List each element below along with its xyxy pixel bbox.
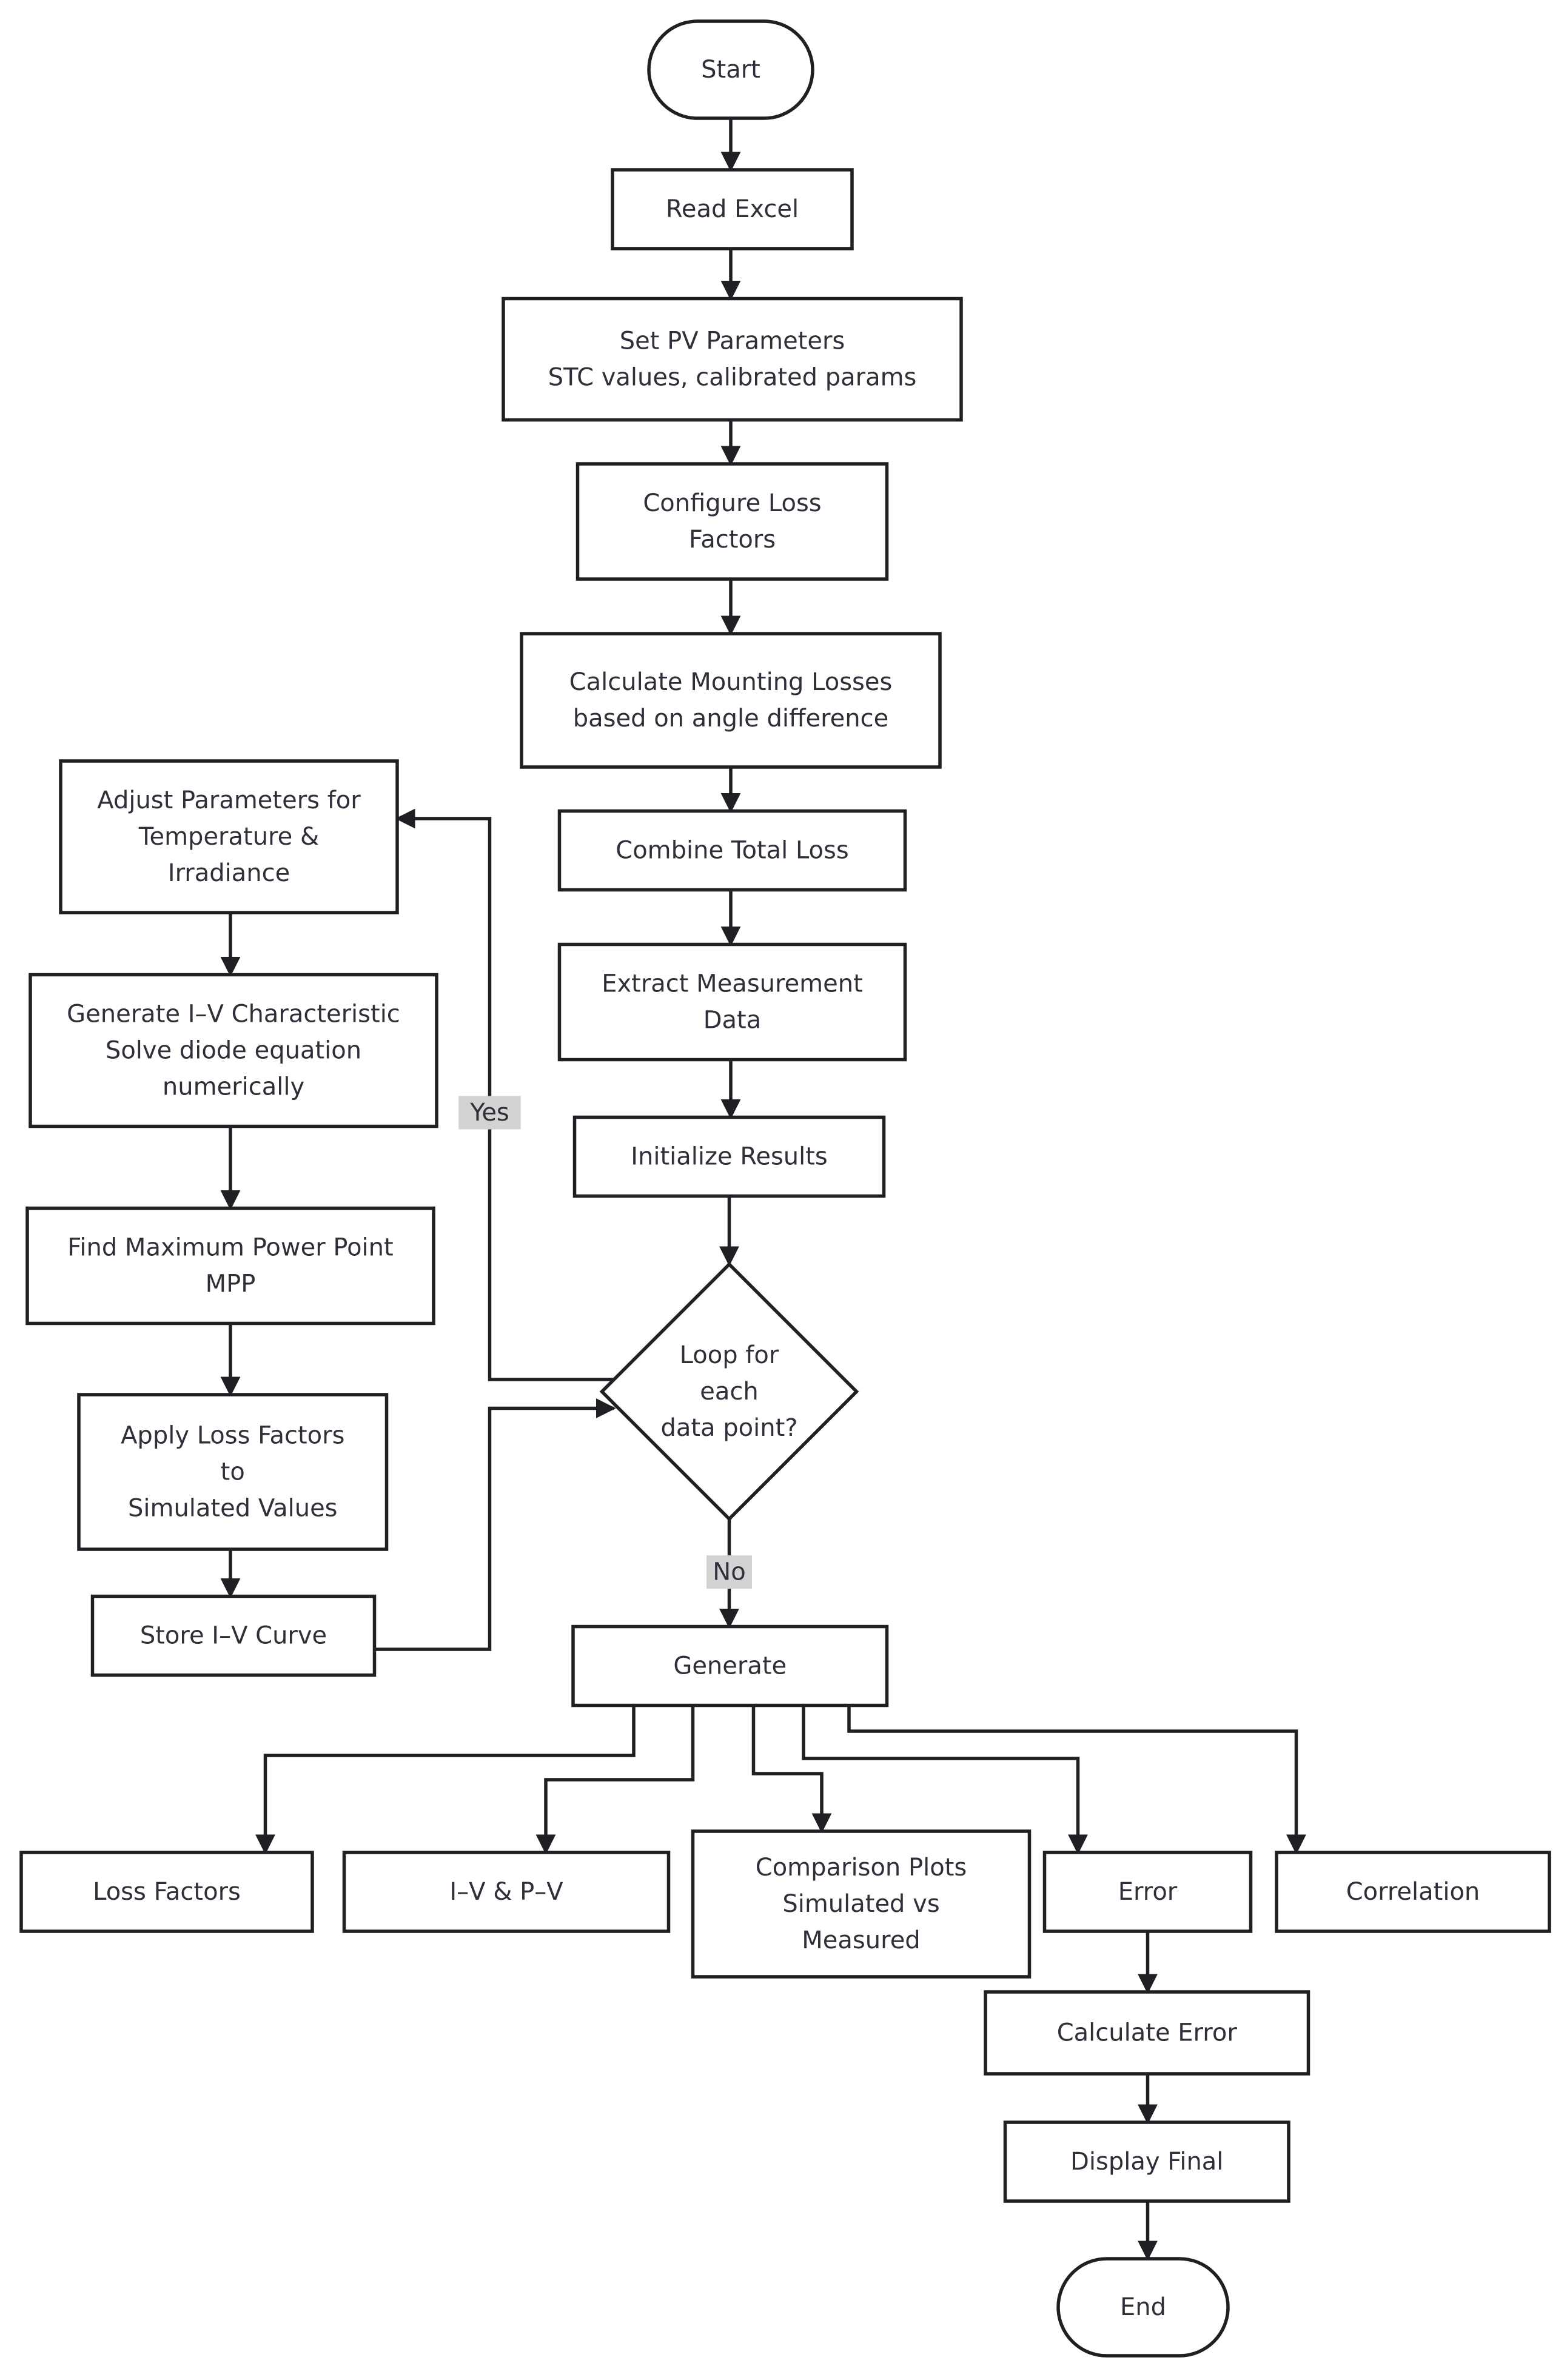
node-store-iv-curve-shape	[90, 1594, 377, 1677]
node-apply-loss-factors-label: Apply Loss Factors	[121, 1422, 344, 1450]
node-correlation: Correlation	[1275, 1851, 1551, 1933]
node-generate-iv-characteristic-label: numerically	[163, 1073, 304, 1101]
node-generate-label: Generate	[673, 1652, 787, 1680]
edge-generate-to-error	[802, 1705, 1088, 1855]
node-configure-loss-factors-label: Factors	[689, 526, 776, 554]
node-end: End	[1056, 2257, 1230, 2358]
node-comparison-plots-label: Simulated vs	[782, 1890, 939, 1918]
edge-generate-to-iv-pv	[535, 1705, 695, 1855]
node-adjust-parameters-label: Temperature &	[138, 823, 319, 851]
node-loop-decision-label: data point?	[660, 1414, 797, 1442]
node-apply-loss-factors-label: Simulated Values	[128, 1495, 338, 1523]
node-loss-factors: Loss Factors	[19, 1851, 314, 1933]
node-display-final-label: Display Final	[1070, 2148, 1223, 2176]
node-calculate-mounting-losses-shape	[520, 632, 942, 769]
node-read-excel: Read Excel	[611, 168, 854, 250]
edge-store-iv-curve-to-loop-decision	[374, 1398, 616, 1651]
node-calculate-mounting-losses: Calculate Mounting Losses based on angle …	[520, 632, 942, 769]
node-calculate-error: Calculate Error	[984, 1990, 1310, 2076]
node-display-final: Display Final	[1003, 2120, 1290, 2203]
node-adjust-parameters-label: Adjust Parameters for	[97, 786, 361, 814]
node-start-label: Start	[701, 56, 760, 84]
node-iv-pv-label: I–V & P–V	[449, 1878, 563, 1906]
node-adjust-parameters-shape	[59, 759, 399, 914]
edge-generate-to-correlation	[847, 1705, 1306, 1855]
node-initialize-results-label: Initialize Results	[631, 1143, 828, 1171]
node-end-shape	[1056, 2257, 1230, 2358]
node-display-final-shape	[1003, 2120, 1290, 2203]
node-generate-shape	[571, 1624, 889, 1708]
node-correlation-label: Correlation	[1346, 1878, 1480, 1906]
node-iv-pv: I–V & P–V	[342, 1851, 671, 1933]
node-calculate-mounting-losses-label: based on angle difference	[573, 705, 889, 732]
edge-label-background	[458, 1096, 521, 1130]
node-loop-decision-label: each	[700, 1378, 758, 1406]
node-store-iv-curve: Store I–V Curve	[90, 1594, 377, 1677]
node-apply-loss-factors-shape	[77, 1393, 389, 1551]
node-initialize-results: Initialize Results	[572, 1115, 886, 1198]
node-configure-loss-factors-shape	[575, 462, 889, 581]
edge-label-background	[706, 1555, 752, 1589]
node-iv-pv-shape	[342, 1851, 671, 1933]
node-read-excel-shape	[611, 168, 854, 250]
edge-label-text: No	[713, 1558, 745, 1586]
node-loop-decision-label: Loop for	[680, 1341, 779, 1369]
node-loss-factors-label: Loss Factors	[93, 1878, 241, 1906]
node-generate-iv-characteristic-label: Generate I–V Characteristic	[67, 1001, 400, 1028]
node-combine-total-loss: Combine Total Loss	[557, 809, 907, 892]
node-find-mpp-shape	[25, 1206, 435, 1326]
node-error-label: Error	[1118, 1878, 1178, 1906]
edge-label-text: Yes	[469, 1099, 509, 1127]
node-correlation-shape	[1275, 1851, 1551, 1933]
node-calculate-mounting-losses-label: Calculate Mounting Losses	[569, 668, 893, 696]
node-error: Error	[1042, 1851, 1253, 1933]
node-generate-iv-characteristic-label: Solve diode equation	[106, 1037, 361, 1065]
node-extract-measurement-data-label: Data	[703, 1007, 762, 1034]
node-error-shape	[1042, 1851, 1253, 1933]
node-extract-measurement-data-label: Extract Measurement	[602, 970, 863, 998]
node-comparison-plots-shape	[691, 1829, 1032, 1979]
node-start: Start	[647, 19, 814, 120]
node-end-label: End	[1120, 2293, 1166, 2321]
node-start-shape	[647, 19, 814, 120]
node-extract-measurement-data-shape	[557, 942, 907, 1062]
node-initialize-results-shape	[572, 1115, 886, 1198]
node-find-mpp-label: Find Maximum Power Point	[67, 1234, 393, 1262]
node-find-mpp-label: MPP	[206, 1270, 256, 1298]
node-calculate-error-shape	[984, 1990, 1310, 2076]
node-store-iv-curve-label: Store I–V Curve	[140, 1622, 327, 1650]
node-calculate-error-label: Calculate Error	[1057, 2019, 1238, 2047]
node-set-pv-parameters-label: STC values, calibrated params	[548, 364, 917, 392]
edge-generate-to-loss-factors	[255, 1705, 636, 1855]
node-read-excel-label: Read Excel	[666, 195, 799, 223]
edge-label-no: No	[706, 1555, 752, 1589]
node-set-pv-parameters-shape	[502, 297, 963, 422]
node-combine-total-loss-shape	[557, 809, 907, 892]
edge-label-yes: Yes	[458, 1096, 521, 1130]
node-loop-decision: Loop for each data point?	[599, 1262, 859, 1521]
node-adjust-parameters-label: Irradiance	[168, 859, 290, 887]
node-configure-loss-factors-label: Configure Loss	[643, 489, 821, 517]
node-comparison-plots-label: Measured	[802, 1926, 920, 1954]
node-apply-loss-factors-label: to	[221, 1458, 245, 1486]
node-comparison-plots-label: Comparison Plots	[756, 1854, 967, 1882]
node-combine-total-loss-label: Combine Total Loss	[616, 837, 848, 865]
node-loop-decision-shape	[599, 1262, 859, 1521]
node-set-pv-parameters-label: Set PV Parameters	[620, 327, 845, 355]
node-generate: Generate	[571, 1624, 889, 1708]
node-loss-factors-shape	[19, 1851, 314, 1933]
node-generate-iv-characteristic-shape	[29, 973, 438, 1128]
edge-generate-to-comparison-plots	[751, 1705, 832, 1834]
